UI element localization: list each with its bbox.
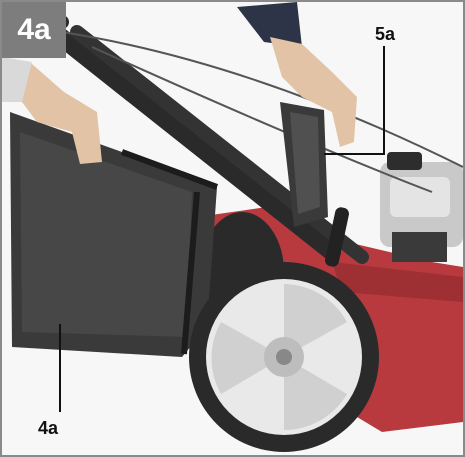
left-sleeve [2,57,32,102]
wheel-spoke-gap-2 [284,357,347,431]
engine-cap [387,152,422,170]
callout-4a-label: 4a [38,418,59,438]
step-badge: 4a [2,2,66,58]
right-sleeve [237,2,302,47]
control-cable-2 [91,46,433,193]
handle-bar-left [33,13,341,261]
wheel-spoke-gap-3 [211,322,284,394]
left-hand [12,62,102,164]
bag-frame-top [120,149,219,190]
right-hand [270,37,357,147]
height-lever [325,207,349,267]
control-cable [61,31,463,168]
callout-5a-label: 5a [375,24,396,44]
wheel-axle [276,349,292,365]
bag-frame-side [181,191,200,355]
engine-base [392,232,447,262]
leader-line-5a [324,46,385,155]
engine-cover [390,177,450,217]
discharge-flap-inner [290,112,320,214]
grass-bag-mesh [20,132,192,337]
wheel-spoke-gap-1 [284,284,347,357]
deck-shading [332,262,463,302]
